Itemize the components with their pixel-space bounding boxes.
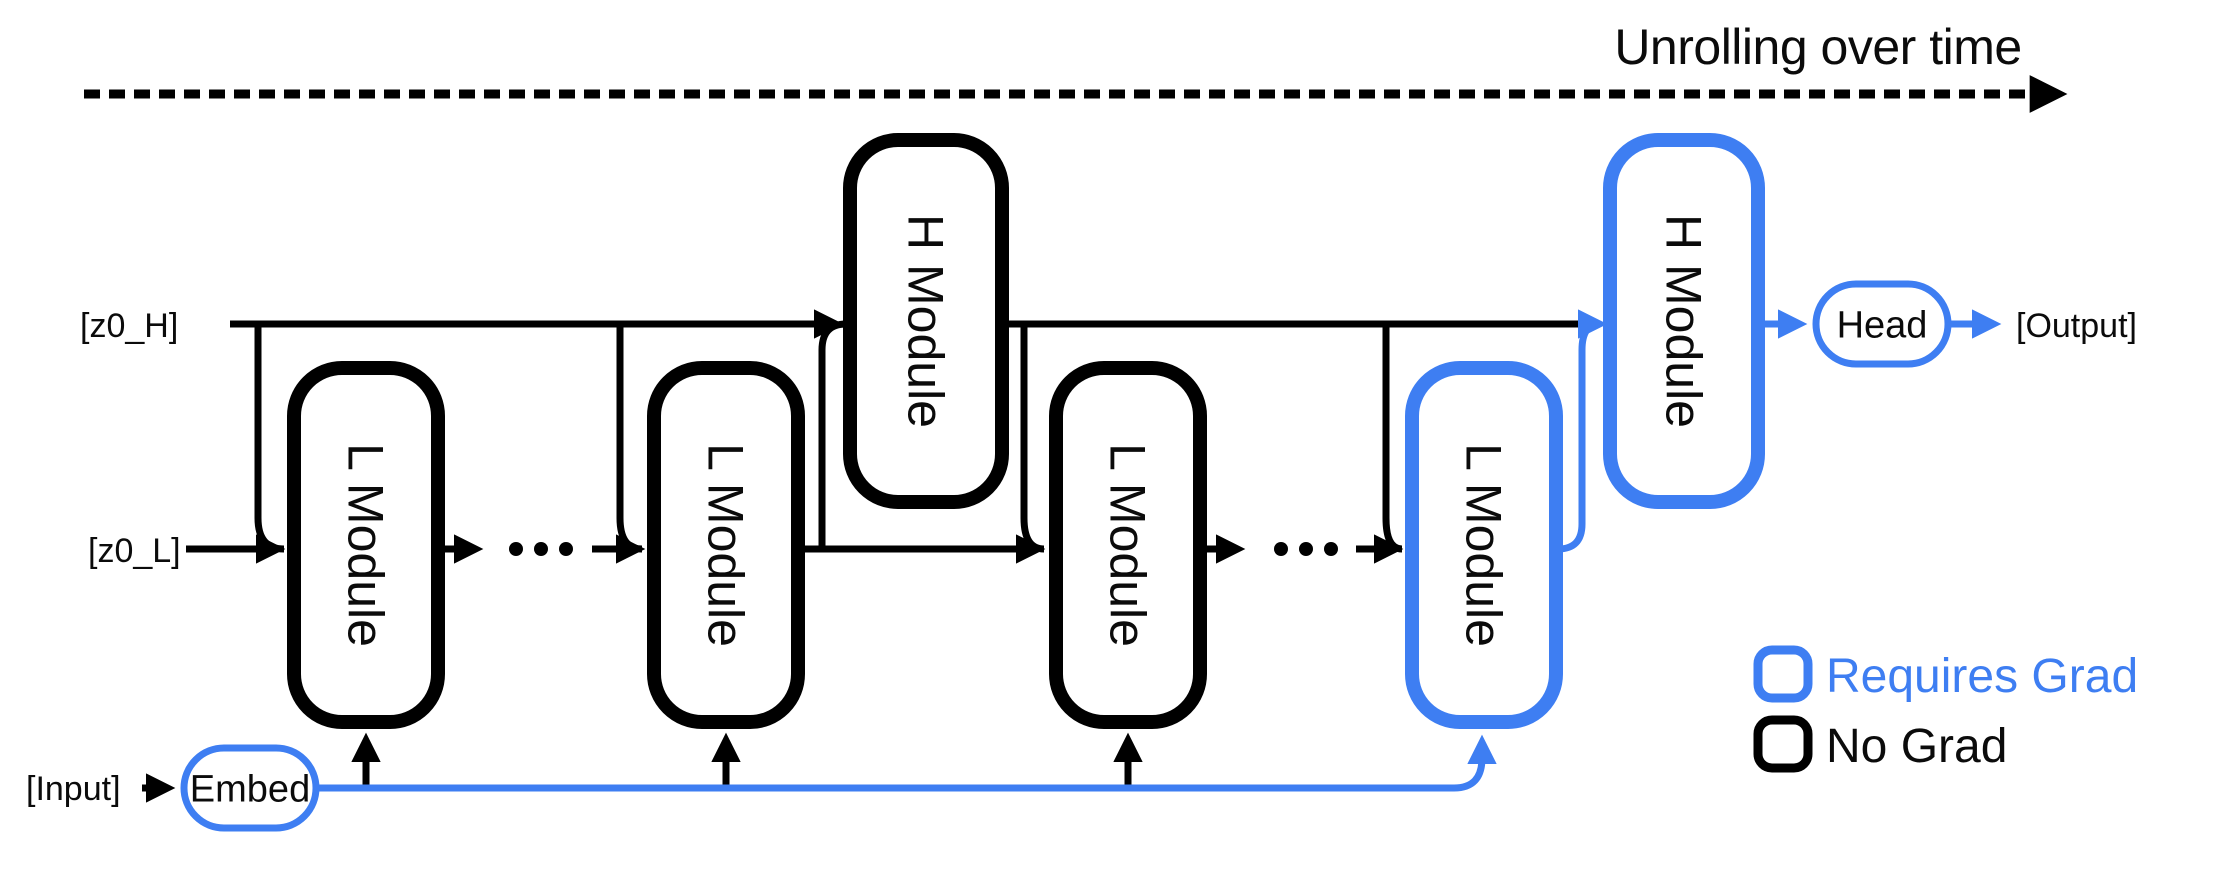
output-label: [Output] bbox=[2016, 307, 2137, 345]
module-boxes bbox=[287, 133, 1765, 729]
l-module-4-label: L Module bbox=[1456, 443, 1512, 647]
head-node bbox=[1812, 280, 1952, 368]
l-module-2-up-branch-to-h-module bbox=[818, 320, 847, 549]
h-module-1-label: H Module bbox=[898, 214, 954, 428]
l-module-2-box bbox=[647, 361, 805, 729]
legend-requires-grad-label: Requires Grad bbox=[1826, 650, 2138, 703]
z0h-drop-to-l-module-4 bbox=[1382, 324, 1403, 553]
l-module-3-label: L Module bbox=[1100, 443, 1156, 647]
z0l-label: [z0_L] bbox=[88, 532, 181, 570]
z0h-drop-to-l-module-1 bbox=[254, 324, 285, 553]
input-label: [Input] bbox=[26, 770, 121, 808]
legend-no-grad-label: No Grad bbox=[1826, 720, 2007, 773]
h-module-2-box-requires-grad bbox=[1603, 133, 1765, 509]
h-module-2-label: H Module bbox=[1656, 214, 1712, 428]
h-module-1-box bbox=[843, 133, 1009, 509]
head-label: Head bbox=[1837, 304, 1928, 346]
ellipsis-dots-2 bbox=[1274, 542, 1338, 556]
l-module-2-label: L Module bbox=[698, 443, 754, 647]
l-module-3-box bbox=[1049, 361, 1207, 729]
h-output-drop-to-l-module-3 bbox=[1020, 324, 1045, 553]
ellipsis-dots-1 bbox=[509, 542, 573, 556]
diagram-title: Unrolling over time bbox=[1614, 19, 2021, 75]
embed-label: Embed bbox=[190, 768, 310, 810]
legend-no-grad-swatch bbox=[1753, 715, 1813, 773]
z0h-label: [z0_H] bbox=[80, 307, 178, 345]
z0h-drop-to-l-module-2 bbox=[616, 324, 643, 553]
embed-node bbox=[180, 744, 320, 832]
l-module-4-up-branch-to-h-module-2 bbox=[1556, 309, 1608, 553]
black-connectors bbox=[142, 309, 1582, 803]
embed-line-up-arrow-l-module-4 bbox=[316, 734, 1497, 792]
legend-requires-grad-swatch bbox=[1753, 645, 1813, 703]
l-module-1-label: L Module bbox=[338, 443, 394, 647]
l-module-4-box-requires-grad bbox=[1405, 361, 1563, 729]
l-module-1-box bbox=[287, 361, 445, 729]
legend: Requires Grad No Grad bbox=[1753, 645, 2138, 773]
